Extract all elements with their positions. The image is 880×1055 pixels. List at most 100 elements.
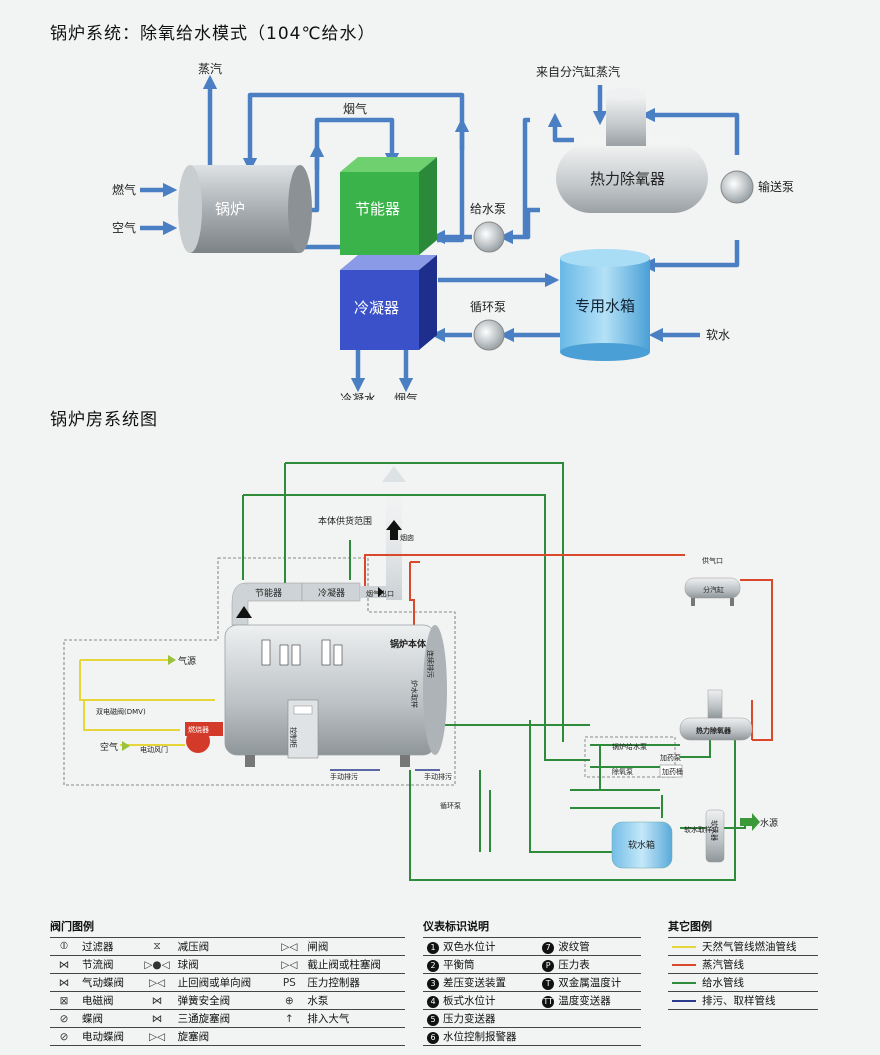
valve-symbol-icon: ⋈ — [50, 973, 78, 992]
instrument-text: 板式水位计 — [443, 995, 496, 1007]
instrument-text: 水位控制报警器 — [443, 1031, 517, 1043]
valve-legend-row: ⊠电磁阀⋈弹簧安全阀⊕水泵 — [50, 991, 405, 1010]
scope-label: 本体供货范围 — [318, 515, 372, 527]
instrument-text: 双色水位计 — [443, 941, 496, 953]
boiler-body-label: 锅炉本体 — [389, 638, 427, 650]
furnace-sample-label: 炉水取样 — [410, 680, 419, 708]
instrument-mark-icon: TT — [542, 996, 555, 1008]
line-legend-text: 蒸汽管线 — [702, 959, 744, 971]
economizer-block — [340, 157, 437, 255]
valve-legend-row: ⋈节流阀▷●◁球阀▷◁截止阀或柱塞阀 — [50, 955, 405, 974]
air-label-small: 空气 — [100, 741, 118, 753]
valve-symbol-icon: ⊠ — [50, 991, 78, 1010]
instrument-text: 压力变送器 — [443, 1013, 496, 1025]
valve-legend-title: 阀门图例 — [50, 920, 94, 933]
circ-pump-label: 循环泵 — [470, 300, 506, 314]
valve-symbol-icon: ▷◁ — [140, 1027, 174, 1046]
valve-legend-text: 闸阀 — [303, 937, 405, 956]
soft-sample-label: 软水取样口 — [684, 825, 719, 834]
valve-symbol-icon: ⊕ — [275, 991, 304, 1010]
valve-legend-text: 减压阀 — [173, 937, 276, 956]
condensate-label: 冷凝水 — [340, 391, 376, 400]
line-swatch-icon — [672, 1000, 696, 1002]
valve-legend-text: 止回阀或单向阀 — [173, 973, 276, 992]
manual-drain-1: 手动排污 — [330, 772, 358, 781]
valve-symbol-icon: ⊘ — [50, 1009, 78, 1028]
top-title: 锅炉系统：除氧给水模式（104℃给水） — [50, 24, 376, 44]
economizer-label: 节能器 — [355, 200, 400, 218]
line-swatch-icon — [672, 946, 696, 948]
fuel-label: 燃气 — [112, 182, 136, 197]
header-steam-label: 来自分汽缸蒸汽 — [536, 64, 620, 79]
feed-pump-small-label: 锅炉给水泵 — [612, 742, 647, 751]
line-legend-item: 天然气管线燃油管线 — [668, 937, 818, 956]
tank-label: 专用水箱 — [575, 297, 635, 315]
instrument-mark-icon: 3 — [427, 978, 439, 990]
line-legend-text: 给水管线 — [702, 977, 744, 989]
soft-water-label: 软水 — [706, 328, 730, 342]
instrument-legend-item — [538, 1009, 641, 1028]
valve-symbol-icon: ▷◁ — [275, 955, 304, 974]
flue-loop — [242, 92, 465, 243]
line-legend-text: 排污、取样管线 — [702, 995, 776, 1007]
valve-legend-text: 压力控制器 — [303, 973, 405, 992]
instrument-mark-icon: 6 — [427, 1032, 439, 1044]
valve-symbol-icon: ⋈ — [140, 991, 174, 1010]
control-cabinet-label: 控制柜 — [289, 727, 298, 748]
instrument-legend-item: 6 水位控制报警器 — [423, 1027, 539, 1046]
instrument-mark-icon: T — [542, 978, 555, 990]
valve-legend-table: ⦶过滤器⧖减压阀▷◁闸阀⋈节流阀▷●◁球阀▷◁截止阀或柱塞阀⋈气动蝶阀▷◁止回阀… — [50, 937, 405, 1046]
line-legend-item: 蒸汽管线 — [668, 955, 818, 974]
instrument-legend-title: 仪表标识说明 — [423, 920, 489, 933]
valve-legend-row: ⊘电动蝶阀▷◁旋塞阀 — [50, 1027, 405, 1046]
other-legend-title: 其它图例 — [668, 920, 712, 933]
tank-small-label: 软水箱 — [628, 839, 655, 851]
valve-symbol-icon: ▷◁ — [140, 973, 174, 992]
valve-legend-text: 蝶阀 — [78, 1009, 141, 1028]
flue-gas-bottom-label: 烟气 — [394, 391, 418, 400]
transfer-line — [640, 240, 740, 273]
instrument-text: 压力表 — [558, 959, 590, 971]
softener-label: 软水器 — [710, 820, 719, 841]
valve-symbol-icon: PS — [275, 973, 304, 992]
dosing-tank-label: 加药桶 — [662, 767, 683, 776]
deaerator-label: 热力除氧器 — [590, 170, 665, 188]
feed-line — [498, 207, 540, 245]
instrument-text: 平衡筒 — [443, 959, 475, 971]
circ-pump-small-label: 循环泵 — [440, 801, 461, 810]
instrument-mark-icon: 7 — [542, 942, 555, 954]
feed-pump — [473, 221, 505, 253]
gas-source-label: 气源 — [178, 655, 196, 667]
instrument-mark-icon: 1 — [427, 942, 439, 954]
valve-legend-text — [303, 1027, 405, 1046]
valve-legend-text: 截止阀或柱塞阀 — [303, 955, 405, 974]
deaerator-vessel — [556, 88, 708, 213]
line-legend-text: 天然气管线燃油管线 — [702, 941, 797, 953]
line-swatch-icon — [672, 982, 696, 984]
burner-label: 燃烧器 — [188, 725, 209, 734]
valve-legend-row: ⊘蝶阀⋈三通旋塞阀↑排入大气 — [50, 1009, 405, 1028]
valve-legend-text: 电动蝶阀 — [78, 1027, 141, 1046]
line-legend-row: 排污、取样管线 — [668, 991, 818, 1010]
bottom-title: 锅炉房系统图 — [50, 410, 158, 430]
valve-legend-text: 弹簧安全阀 — [173, 991, 276, 1010]
instrument-text: 双金属温度计 — [558, 977, 622, 989]
feed-pump-label: 给水泵 — [470, 202, 506, 216]
valve-legend-text: 球阀 — [173, 955, 276, 974]
circ-pump — [473, 319, 505, 351]
other-legend-table: 天然气管线燃油管线蒸汽管线给水管线排污、取样管线 — [668, 937, 818, 1010]
boiler-label: 锅炉 — [215, 200, 245, 218]
instrument-mark-icon: P — [542, 960, 555, 972]
valve-legend: 阀门图例 ⦶过滤器⧖减压阀▷◁闸阀⋈节流阀▷●◁球阀▷◁截止阀或柱塞阀⋈气动蝶阀… — [50, 918, 410, 1046]
